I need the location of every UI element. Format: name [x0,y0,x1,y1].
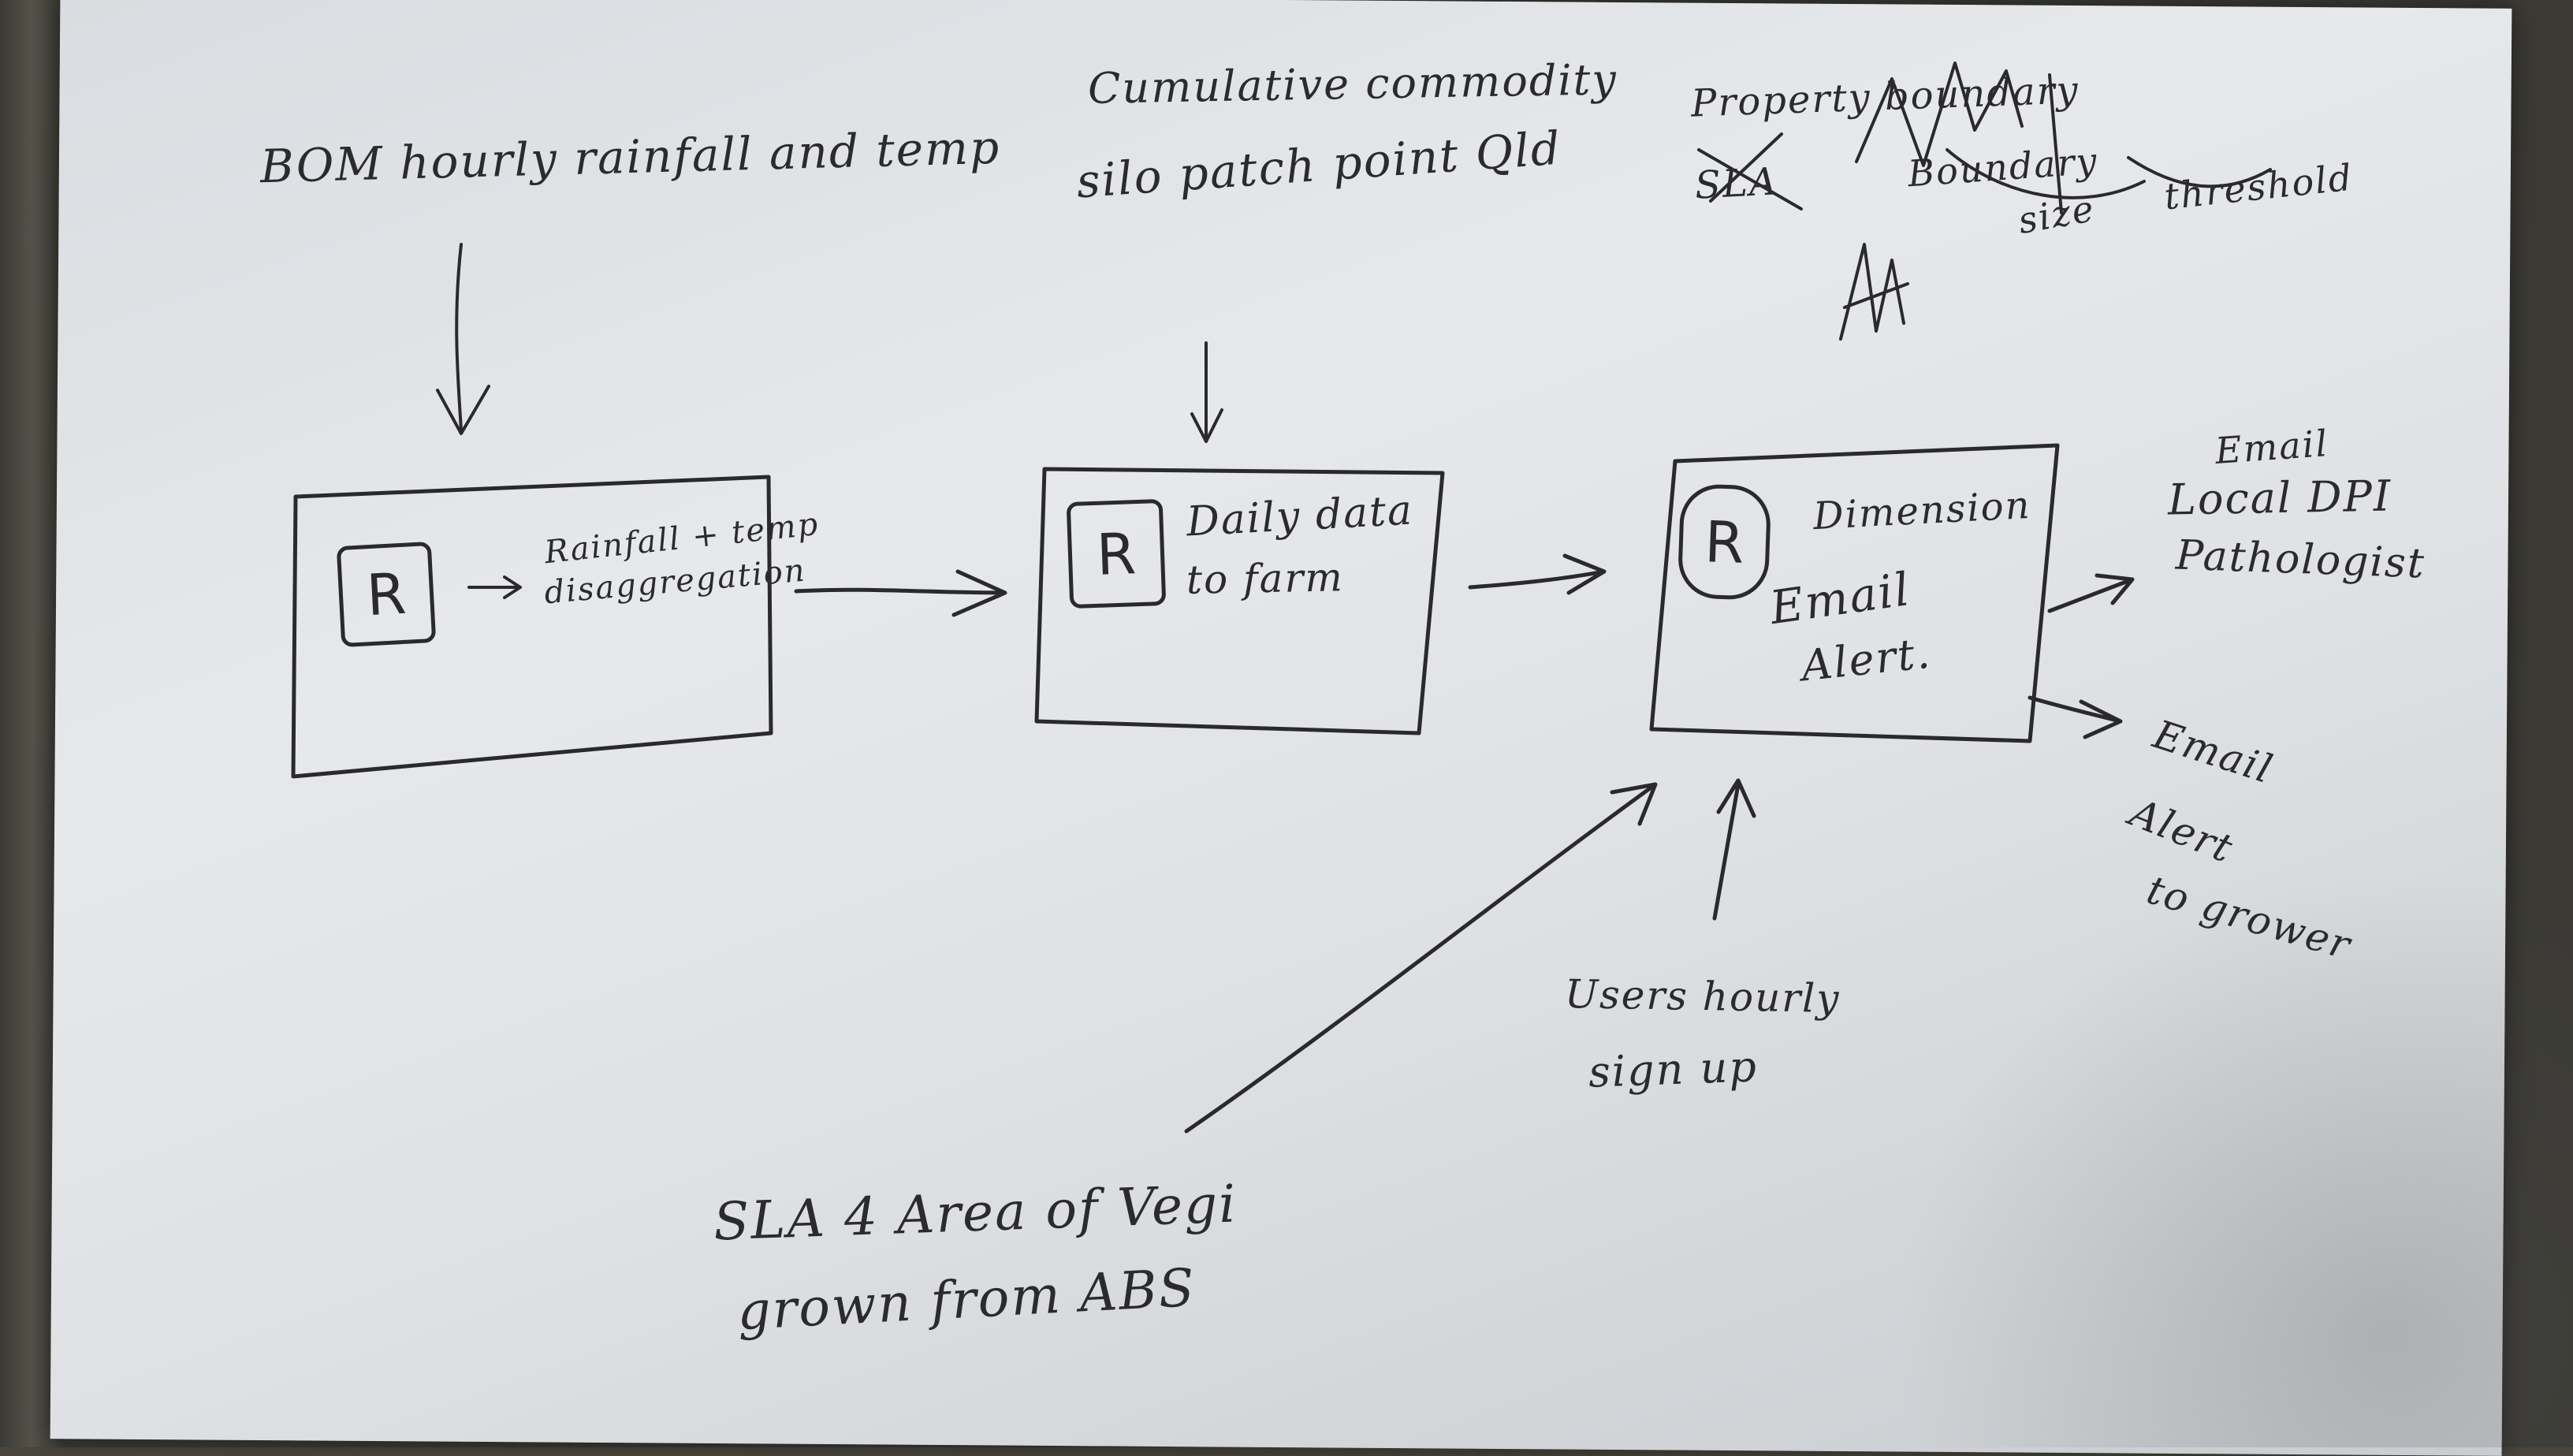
source-property-sla: SLA [1693,159,1779,208]
arrow-box3-to-email-local [2047,573,2135,613]
output-email-local-line2: Local DPI [2167,471,2392,525]
output-email-local-line1: Email [2214,422,2330,472]
arrow-box1-to-box2 [794,569,1007,617]
arrow-sla-to-box3 [1184,782,1658,1134]
scribble-cross [1697,132,1803,210]
arrow-commodity-to-box2 [1190,341,1223,443]
scribble-property [1855,61,2272,214]
output-email-local-line3: Pathologist [2175,531,2426,588]
process-box-1 [291,475,773,779]
r-logo-box2: R [1066,498,1167,609]
paper-shadow [1892,867,2573,1447]
arrow-badge-to-text [467,575,522,599]
arrow-box3-to-email-grower [2027,695,2123,739]
input-users-line1: Users hourly [1564,970,1841,1022]
arrow-box2-to-box3 [1468,553,1607,595]
process-box-2 [1034,467,1445,735]
input-users-line2: sign up [1587,1041,1759,1097]
r-logo-box1: R [336,541,437,648]
source-commodity-line1: Cumulative commodity [1087,54,1618,114]
arrow-bom-to-box1 [436,243,490,435]
r-logo-box3: R [1677,483,1772,601]
process-box-3 [1649,443,2060,743]
arrow-users-to-box3 [1712,778,1756,921]
box2-text-line2: to farm [1186,554,1345,603]
scribble-mark [1839,243,1909,341]
